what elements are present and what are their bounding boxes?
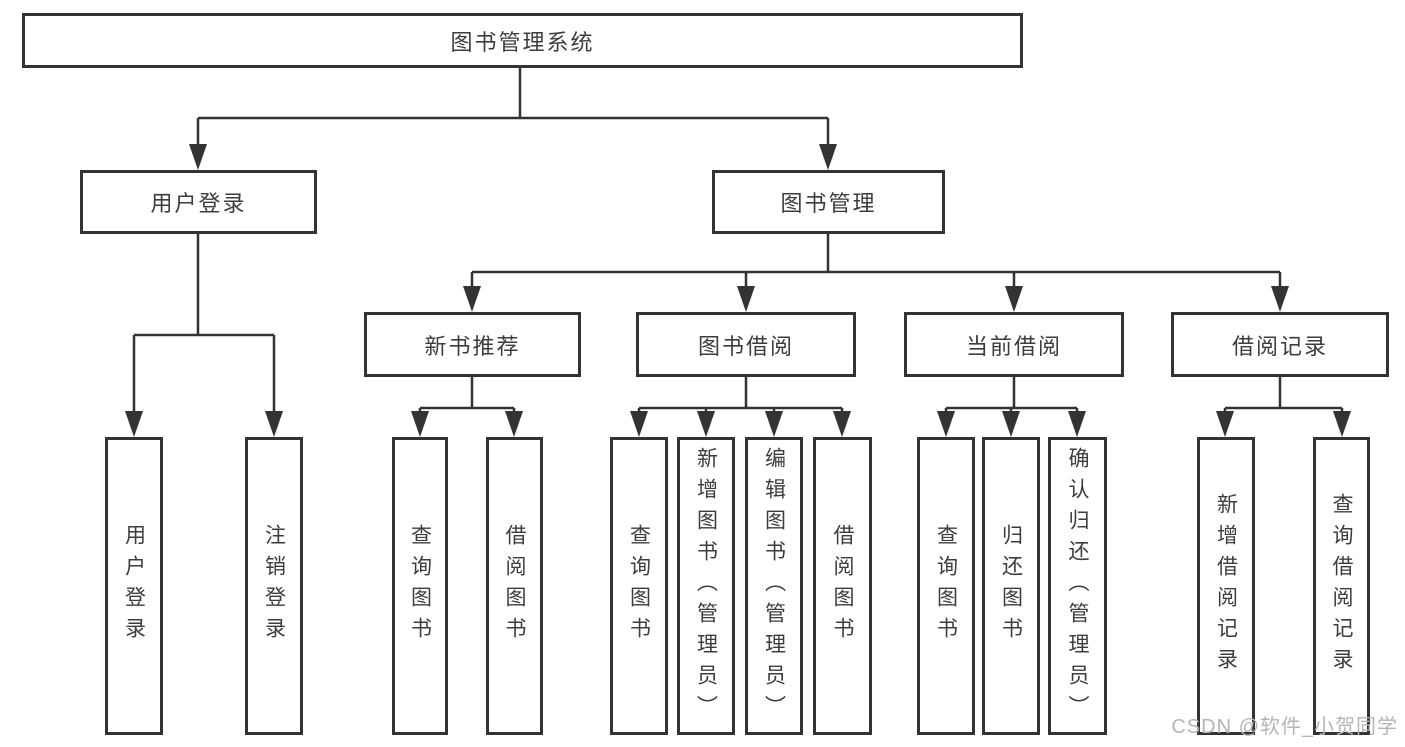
arrowhead-down-icon (463, 286, 481, 312)
arrowhead-down-icon (630, 411, 648, 437)
connector-lines (1223, 377, 1344, 413)
arrowhead-down-icon (697, 411, 715, 437)
arrowhead-down-icon (125, 411, 143, 437)
watermark: CSDN @软件_小贺同学 (1171, 716, 1398, 738)
leaf-label: 查询图书 (627, 524, 651, 648)
arrowhead-down-icon (411, 411, 429, 437)
connector-lines (470, 234, 1282, 287)
leaf-add-book-admin: 新增图书（管理员） (677, 437, 735, 735)
leaf-label: 借阅图书 (831, 524, 854, 648)
connector-lines (944, 377, 1079, 413)
connector-book-borrow (630, 377, 851, 437)
leaf-query-books-borrow: 查询图书 (610, 437, 668, 735)
arrowhead-down-icon (1068, 411, 1086, 437)
node-new-book-recommend: 新书推荐 (364, 312, 581, 377)
node-new-book-recommend-label: 新书推荐 (424, 333, 521, 359)
leaf-query-books-recommend: 查询图书 (392, 437, 448, 735)
node-user-login-label: 用户登录 (150, 191, 247, 216)
leaf-return-book: 归还图书 (982, 437, 1040, 735)
arrowhead-down-icon (505, 411, 523, 437)
connector-user-login (125, 234, 283, 437)
arrowhead-down-icon (265, 411, 283, 437)
leaf-label: 借阅图书 (503, 524, 526, 648)
leaf-label: 查询图书 (408, 524, 432, 648)
leaf-user-login: 用户登录 (105, 437, 163, 735)
leaf-label: 编辑图书（管理员） (762, 446, 786, 726)
node-current-borrow-label: 当前借阅 (965, 333, 1062, 359)
leaf-label: 新增借阅记录 (1214, 493, 1238, 679)
connector-lines (418, 377, 516, 413)
leaf-confirm-return-admin: 确认归还（管理员） (1048, 437, 1107, 735)
connector-book-management (463, 234, 1289, 312)
node-book-management-label: 图书管理 (780, 191, 877, 216)
leaf-label: 查询图书 (934, 524, 958, 648)
arrowhead-down-icon (765, 411, 783, 437)
leaf-query-borrow-record: 查询借阅记录 (1313, 437, 1370, 735)
arrowhead-down-icon (1333, 411, 1351, 437)
arrowhead-down-icon (737, 286, 755, 312)
arrowhead-down-icon (1216, 411, 1234, 437)
leaf-label: 归还图书 (999, 524, 1023, 648)
leaf-logout: 注销登录 (245, 437, 303, 735)
leaf-label: 用户登录 (122, 524, 146, 648)
arrowhead-down-icon (1005, 286, 1023, 312)
leaf-borrow-books-recommend: 借阅图书 (486, 437, 543, 735)
connector-root (189, 68, 837, 170)
arrowhead-down-icon (189, 144, 207, 170)
node-borrow-records: 借阅记录 (1171, 312, 1389, 377)
node-root: 图书管理系统 (22, 13, 1023, 68)
connector-lines (132, 234, 276, 412)
leaf-add-borrow-record: 新增借阅记录 (1197, 437, 1255, 735)
arrowhead-down-icon (1271, 286, 1289, 312)
node-root-label: 图书管理系统 (450, 29, 595, 55)
arrowhead-down-icon (937, 411, 955, 437)
arrowhead-down-icon (833, 411, 851, 437)
connector-lines (196, 68, 830, 145)
node-book-borrow: 图书借阅 (636, 312, 856, 377)
connector-new-book-recommend (411, 377, 523, 437)
leaf-label: 查询借阅记录 (1330, 493, 1353, 679)
node-current-borrow: 当前借阅 (904, 312, 1124, 377)
node-borrow-records-label: 借阅记录 (1231, 333, 1328, 359)
connector-current-borrow (937, 377, 1086, 437)
arrowhead-down-icon (1002, 411, 1020, 437)
leaf-query-books-current: 查询图书 (917, 437, 975, 735)
leaf-label: 新增图书（管理员） (694, 446, 718, 726)
connector-borrow-records (1216, 377, 1351, 437)
leaf-label: 确认归还（管理员） (1066, 446, 1089, 726)
arrowhead-down-icon (819, 144, 837, 170)
leaf-edit-book-admin: 编辑图书（管理员） (745, 437, 803, 735)
node-book-management: 图书管理 (712, 170, 945, 234)
node-user-login: 用户登录 (80, 170, 317, 234)
connector-lines (637, 377, 844, 413)
leaf-label: 注销登录 (262, 524, 286, 648)
node-book-borrow-label: 图书借阅 (697, 333, 794, 359)
leaf-borrow-books: 借阅图书 (813, 437, 872, 735)
